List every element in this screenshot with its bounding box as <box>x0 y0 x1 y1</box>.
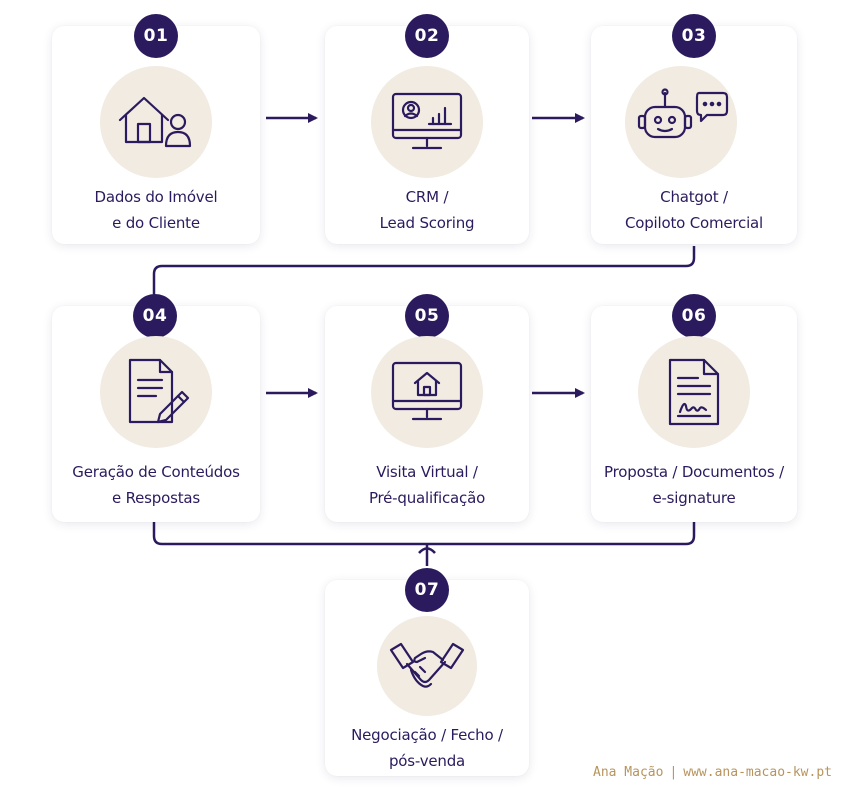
connector-03-04 <box>152 246 696 300</box>
step-number-badge: 02 <box>405 14 449 58</box>
step-card-07: 07 Negociação / Fecho / pós-venda <box>325 568 529 776</box>
crm-monitor-icon <box>391 92 463 150</box>
step-label: Geração de Conteúdos e Respostas <box>72 463 240 507</box>
signed-document-icon <box>668 358 720 426</box>
step-number-badge: 07 <box>405 568 449 612</box>
handshake-icon <box>389 642 465 688</box>
step-card-05: 05 Visita Virtual / Pré-qualificação <box>325 294 529 522</box>
step-label: Dados do Imóvel e do Cliente <box>94 188 218 232</box>
step-number-badge: 04 <box>133 294 177 338</box>
step-card-02: 02 CRM / Lead Scoring <box>325 14 529 244</box>
icon-circle <box>371 336 483 448</box>
icon-circle <box>371 66 483 178</box>
step-label: Chatgot / Copiloto Comercial <box>624 188 763 232</box>
step-card-01: 01 Dados do Imóvel e do Cliente <box>52 14 260 244</box>
document-pencil-icon <box>128 358 190 424</box>
step-label: Proposta / Documentos / e-signature <box>604 463 784 507</box>
monitor-house-icon <box>391 361 463 421</box>
step-number-badge: 03 <box>672 14 716 58</box>
step-label: Visita Virtual / Pré-qualificação <box>368 463 486 507</box>
step-number-badge: 01 <box>134 14 178 58</box>
step-number-badge: 05 <box>405 294 449 338</box>
connector-merge-07 <box>152 522 696 566</box>
footer-credit: Ana Mação | www.ana-macao-kw.pt <box>593 765 832 780</box>
step-number-badge: 06 <box>672 294 716 338</box>
footer-author: Ana Mação <box>593 765 664 780</box>
icon-circle <box>377 616 477 716</box>
icon-circle <box>100 336 212 448</box>
step-label: Negociação / Fecho / pós-venda <box>351 726 503 770</box>
house-person-icon <box>118 96 192 148</box>
icon-circle <box>638 336 750 448</box>
step-card-04: 04 Geração de Conteúdos e Respostas <box>52 294 260 522</box>
icon-circle <box>625 66 737 178</box>
step-label: CRM / Lead Scoring <box>379 188 475 232</box>
step-card-03: 03 Chatgot / Copiloto Comercial <box>591 14 797 244</box>
footer-separator: | <box>669 765 678 780</box>
step-card-06: 06 Proposta / Documentos / e-signature <box>591 294 797 522</box>
chatbot-icon <box>637 88 729 139</box>
icon-circle <box>100 66 212 178</box>
footer-website: www.ana-macao-kw.pt <box>683 765 832 780</box>
